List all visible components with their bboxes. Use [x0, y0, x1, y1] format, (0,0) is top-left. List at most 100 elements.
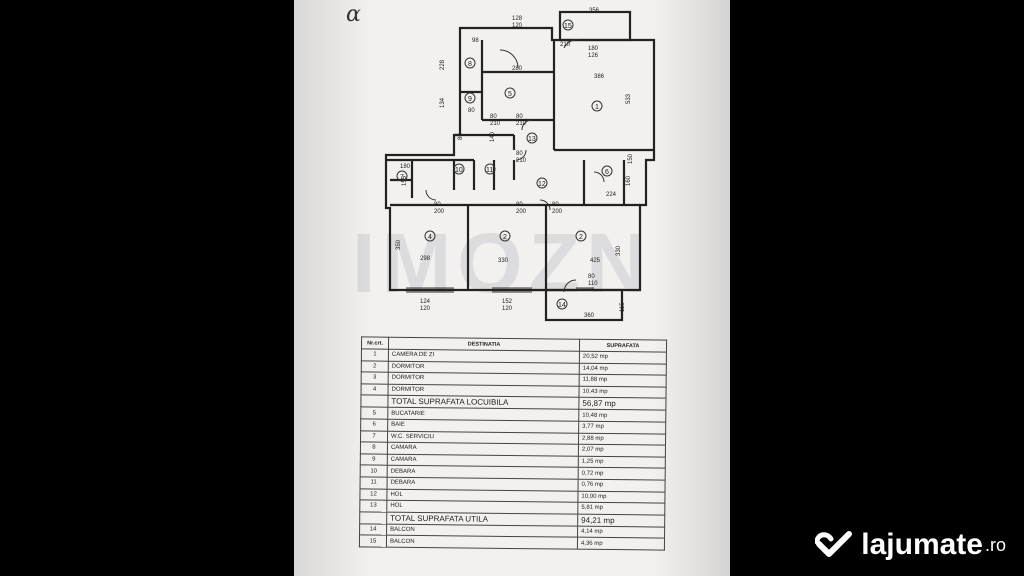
svg-text:120: 120	[512, 23, 523, 29]
row-destination: BALCON	[386, 535, 578, 550]
row-number: 3	[361, 372, 389, 384]
row-number: 7	[360, 430, 388, 443]
svg-text:210: 210	[490, 121, 501, 127]
svg-text:80: 80	[552, 202, 559, 208]
row-surface: 0,76 mp	[578, 479, 666, 492]
row-surface: 14,04 mp	[579, 362, 667, 376]
svg-text:11: 11	[486, 167, 493, 174]
row-surface: 1,25 mp	[578, 455, 666, 469]
column-header: SUPRAFATA	[579, 339, 667, 353]
row-number	[360, 395, 388, 408]
svg-text:8: 8	[468, 61, 472, 68]
row-surface: 20,52 mp	[579, 351, 667, 364]
svg-text:180: 180	[400, 164, 411, 170]
row-surface: 11,88 mp	[579, 374, 667, 387]
svg-text:126: 126	[588, 53, 599, 59]
svg-text:14: 14	[558, 302, 566, 309]
handwritten-mark: α	[346, 2, 361, 27]
svg-text:9: 9	[468, 96, 472, 103]
svg-text:124: 124	[420, 299, 431, 305]
svg-text:210: 210	[516, 121, 527, 127]
svg-text:155: 155	[402, 175, 408, 186]
row-surface: 56,87 mp	[578, 397, 666, 411]
svg-text:140: 140	[490, 131, 496, 142]
row-surface: 5,81 mp	[577, 502, 665, 515]
svg-text:80: 80	[516, 151, 523, 157]
room-numbers: 1 2 2 4 5 6 7 8 9 10 11 12 13 14 15	[396, 19, 613, 310]
logo-suffix: .ro	[984, 534, 1006, 555]
svg-text:200: 200	[552, 209, 563, 215]
svg-text:386: 386	[594, 74, 605, 80]
dimension-labels: 128 120 356 98 280 386 210 180 126 80 22…	[396, 8, 634, 319]
row-surface: 3,77 mp	[578, 421, 666, 434]
row-number: 11	[360, 476, 388, 489]
row-surface: 94,21 mp	[577, 513, 665, 527]
row-surface: 2,88 mp	[578, 432, 666, 446]
svg-text:134: 134	[440, 97, 446, 108]
svg-text:6: 6	[605, 169, 609, 176]
row-number: 9	[360, 453, 388, 466]
svg-text:224: 224	[606, 192, 617, 198]
row-number	[359, 511, 387, 524]
heart-check-icon	[815, 531, 853, 557]
svg-text:360: 360	[584, 313, 595, 319]
svg-text:12: 12	[538, 181, 546, 188]
row-surface: 2,07 mp	[578, 444, 666, 457]
svg-text:80: 80	[588, 274, 595, 280]
row-number: 4	[360, 383, 389, 396]
svg-text:350: 350	[396, 239, 402, 250]
floor-plan-drawing: 128 120 356 98 280 386 210 180 126 80 22…	[384, 8, 656, 322]
column-header: Nr.crt.	[361, 336, 389, 350]
row-surface: 10,48 mp	[578, 409, 666, 423]
svg-text:180: 180	[588, 46, 599, 52]
svg-text:356: 356	[589, 8, 600, 14]
svg-text:200: 200	[516, 209, 527, 215]
svg-text:152: 152	[502, 299, 513, 305]
svg-text:7: 7	[400, 174, 404, 181]
svg-text:10: 10	[455, 167, 463, 174]
svg-text:110: 110	[588, 281, 598, 287]
row-surface: 0,72 mp	[578, 467, 666, 481]
svg-text:80: 80	[516, 202, 523, 208]
row-number: 6	[360, 418, 388, 431]
svg-text:80: 80	[490, 114, 497, 120]
svg-text:80: 80	[434, 202, 441, 208]
row-number: 5	[360, 407, 388, 420]
svg-text:80: 80	[458, 133, 464, 140]
svg-text:4: 4	[428, 234, 432, 241]
svg-text:120: 120	[502, 306, 513, 312]
svg-text:160: 160	[626, 175, 632, 186]
row-surface: 10,43 mp	[578, 385, 667, 399]
row-number: 15	[359, 535, 387, 548]
svg-text:80: 80	[516, 114, 523, 120]
svg-text:210: 210	[516, 158, 527, 164]
row-surface: 10,00 mp	[577, 490, 666, 504]
row-number: 13	[359, 500, 387, 512]
svg-text:115: 115	[620, 302, 626, 312]
row-number: 12	[359, 488, 388, 501]
svg-text:533: 533	[626, 93, 632, 104]
svg-text:15: 15	[564, 23, 572, 30]
svg-text:330: 330	[498, 258, 509, 264]
watermark: IMOZN	[352, 216, 653, 310]
svg-text:5: 5	[508, 91, 512, 98]
floor-plan-sheet: α IMOZN 128 120 356 98 280 386 210 180 1…	[294, 0, 730, 576]
row-number: 8	[360, 442, 388, 454]
svg-text:98: 98	[472, 38, 479, 44]
row-number: 10	[360, 465, 388, 478]
row-surface: 4,36 mp	[577, 537, 665, 550]
svg-text:210: 210	[560, 42, 571, 48]
svg-text:80: 80	[468, 108, 475, 114]
row-number: 1	[361, 348, 389, 361]
svg-text:200: 200	[434, 209, 445, 215]
svg-text:298: 298	[420, 256, 431, 262]
svg-text:425: 425	[590, 258, 601, 264]
svg-text:120: 120	[420, 306, 431, 312]
svg-text:128: 128	[512, 16, 523, 22]
lajumate-logo: lajumate.ro	[815, 528, 1006, 562]
svg-text:1: 1	[595, 104, 599, 111]
svg-text:330: 330	[616, 245, 622, 256]
svg-text:280: 280	[512, 66, 523, 72]
